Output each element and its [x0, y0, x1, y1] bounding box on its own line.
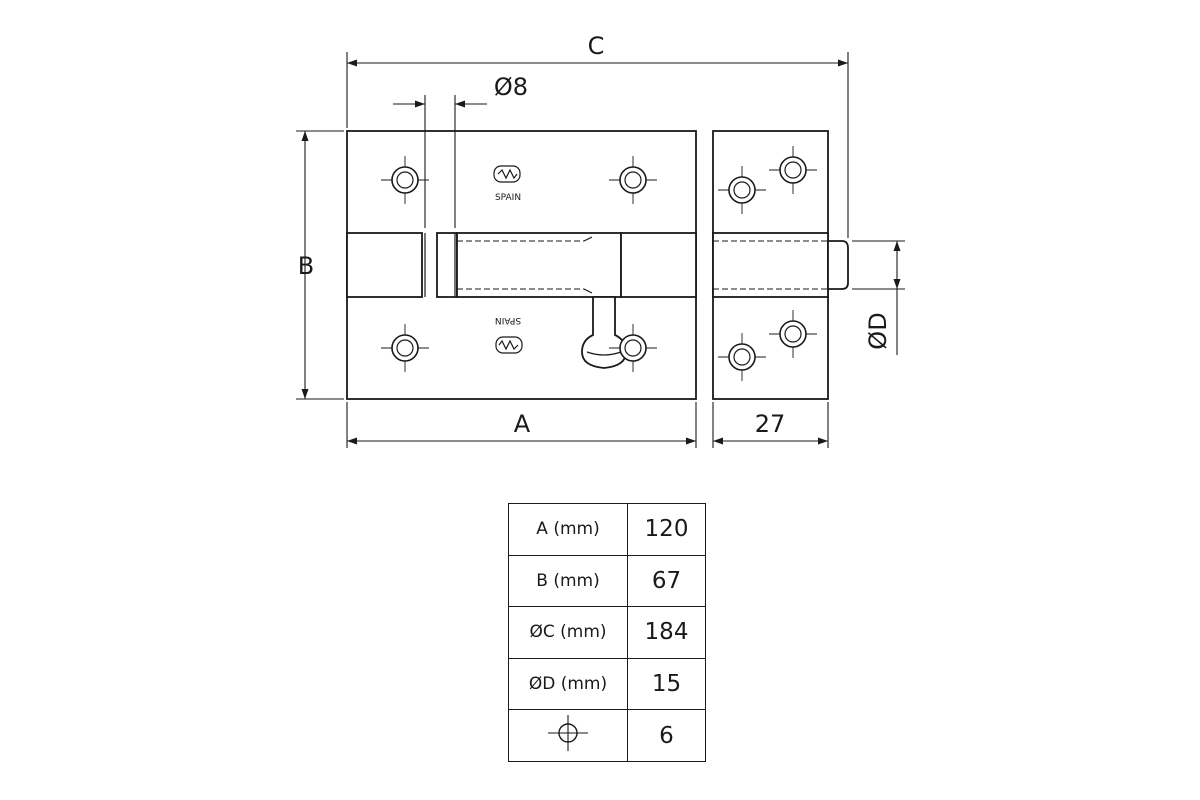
row-label-a: A (mm) — [508, 503, 628, 556]
screw-hole-icon — [548, 715, 588, 752]
dimension-pin: Ø8 — [393, 73, 528, 228]
dimension-c: C — [346, 32, 849, 238]
dim-d-label: ØD — [864, 312, 892, 349]
dim-b-label: B — [298, 252, 314, 280]
table-row: B (mm) 67 — [508, 554, 706, 608]
row-label-d: ØD (mm) — [508, 657, 628, 711]
dim-pin-label: Ø8 — [494, 73, 528, 101]
table-row: 6 — [508, 709, 706, 762]
technical-drawing: SPAIN SPAIN C Ø8 B A 27 — [296, 32, 905, 448]
dim-a-label: A — [514, 410, 531, 438]
table-row: A (mm) 120 — [508, 503, 706, 556]
spec-table: A (mm) 120 B (mm) 67 ØC (mm) 184 ØD (mm)… — [508, 503, 706, 762]
row-label-c: ØC (mm) — [508, 606, 628, 659]
brand-text-bottom: SPAIN — [495, 315, 521, 325]
row-value-c: 184 — [627, 606, 706, 659]
dim-keeper-label: 27 — [755, 410, 786, 438]
row-label-hole — [508, 709, 628, 762]
row-value-hole: 6 — [627, 709, 706, 762]
table-row: ØC (mm) 184 — [508, 606, 706, 659]
row-value-d: 15 — [627, 657, 706, 711]
row-value-a: 120 — [627, 503, 706, 556]
dimension-d: ØD — [852, 240, 905, 355]
dimension-b: B — [296, 130, 344, 400]
row-label-b: B (mm) — [508, 554, 628, 608]
dimension-keeper: 27 — [712, 402, 829, 448]
row-value-b: 67 — [627, 554, 706, 608]
table-row: ØD (mm) 15 — [508, 657, 706, 711]
dim-c-label: C — [588, 32, 605, 60]
brand-logo-bottom: SPAIN — [495, 315, 523, 354]
dimension-a: A — [346, 402, 697, 448]
brand-logo-top: SPAIN — [493, 165, 521, 203]
brand-text-top: SPAIN — [495, 193, 521, 203]
bolt-bar — [346, 232, 849, 298]
